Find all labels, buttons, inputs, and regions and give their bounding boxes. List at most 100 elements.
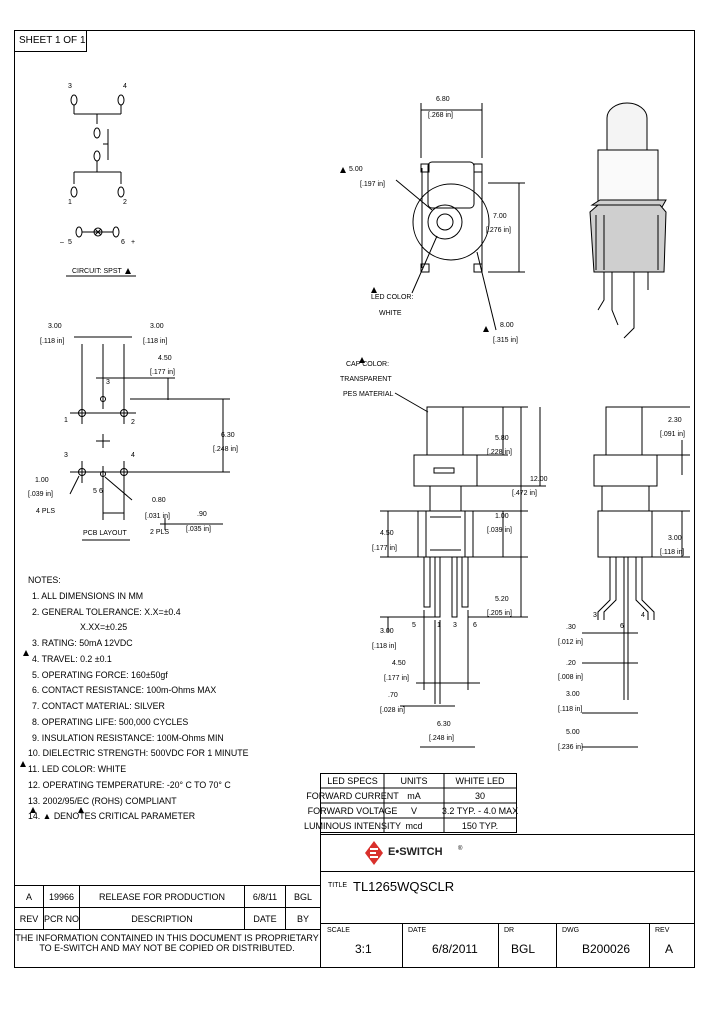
top-width-in: [.268 in] [428,112,453,119]
drawing-title: TL1265WQSCLR [353,879,455,894]
pcb-layout-label: PCB LAYOUT [83,530,127,537]
note-5: 5. OPERATING FORCE: 160±50gf [32,669,168,680]
end-e2-in: [.118 in] [660,549,685,556]
pcb-pin-4: 4 [131,452,135,459]
note-8: 8. OPERATING LIFE: 500,000 CYCLES [32,716,189,727]
side-d6-in: [.118 in] [372,643,397,650]
side-d2-mm: 12.00 [530,476,548,483]
note-10: 10. DIELECTRIC STRENGTH: 500VDC FOR 1 MI… [28,748,249,759]
pcb-hole2-in: [.031 in] [145,513,170,520]
note-4: 4. TRAVEL: 0.2 ±0.1 [32,653,112,664]
pcb-right-in: [.118 in] [143,338,168,345]
pcb-layout [69,336,230,541]
circuit-pin-2: 2 [123,199,127,206]
pcb-hole1-mm: 1.00 [35,477,49,484]
side-d7-mm: 4.50 [392,660,406,667]
led-spec-header-2: WHITE LED [455,776,505,786]
e-switch-logo-mark [365,841,383,865]
side-d9-in: [.248 in] [429,735,454,742]
rev-label: REV [655,927,670,934]
side-pin-5: 5 [412,622,416,629]
pcb-w1-mm: 4.50 [158,355,172,362]
sheet-number: SHEET 1 OF 1 [19,35,86,46]
side-d7-in: [.177 in] [384,675,409,682]
dr-value: BGL [511,942,536,956]
pcb-gap-mm: .90 [197,511,207,518]
rev-header-description: DESCRIPTION [131,913,193,924]
brand-reg: ® [458,846,463,852]
end-e5-mm: 3.00 [566,691,580,698]
circuit-pin-3: 3 [68,83,72,90]
circuit-symbol [66,94,136,277]
led-spec-r2-c0: LUMINOUS INTENSITY [304,821,402,831]
notes-title: NOTES: [28,575,61,585]
led-color-value: WHITE [379,310,402,317]
circuit-pin-5: 5 [68,239,72,246]
proprietary-line-2: TO E-SWITCH AND MAY NOT BE COPIED OR DIS… [39,942,295,953]
pcb-left-in: [.118 in] [40,338,65,345]
led-spec-r0-c2: 30 [474,791,485,801]
proprietary-line-1: THE INFORMATION CONTAINED IN THIS DOCUME… [15,932,319,943]
circuit-pin-6: 6 [121,239,125,246]
end-e6-in: [.236 in] [558,744,583,751]
side-d3-in: [.039 in] [487,527,512,534]
pcb-pin-3-top: 3 [106,379,110,386]
isometric-switch [589,102,667,339]
side-pin-3: 3 [453,622,457,629]
note-11: 11. LED COLOR: WHITE [28,764,127,774]
side-d5-in: [.205 in] [487,610,512,617]
scale-value: 3:1 [355,942,372,956]
cap-dia-mm: 5.00 [349,166,363,173]
body-dia-in: [.315 in] [493,337,518,344]
note-9: 9. INSULATION RESISTANCE: 100M-Ohms MIN [32,732,224,743]
end-e3-mm: .30 [566,624,576,631]
pcb-right-mm: 3.00 [150,323,164,330]
side-d3-mm: 1.00 [495,513,509,520]
date-label: DATE [408,927,427,934]
end-e2-mm: 3.00 [668,535,682,542]
end-e4-mm: .20 [566,660,576,667]
end-pin-4: 4 [641,612,645,619]
led-spec-r1-c1: V [410,806,417,816]
note-3: 3. RATING: 50mA 12VDC [32,638,133,648]
side-d5-mm: 5.20 [495,596,509,603]
pcb-left-mm: 3.00 [48,323,62,330]
note-7: 7. CONTACT MATERIAL: SILVER [32,701,165,711]
side-d8-in: [.028 in] [380,707,405,714]
circuit-label: CIRCUIT: SPST [72,268,122,275]
pcb-pin-2: 2 [131,419,135,426]
side-d2-in: [.472 in] [512,490,537,497]
side-d4-mm: 4.50 [380,530,394,537]
side-pin-1: 1 [437,622,441,629]
end-e3-in: [.012 in] [558,639,583,646]
led-spec-header-1: UNITS [400,776,428,786]
circuit-pin-4: 4 [123,83,127,90]
note-2b: X.XX=±0.25 [80,622,128,633]
top-width-mm: 6.80 [436,96,450,103]
rev-header-date: DATE [253,913,277,924]
side-d1-in: [.228 in] [487,449,512,456]
title-block-lines [320,773,694,967]
rev-row-pcr: 19966 [48,891,75,902]
body-dia-mm: 8.00 [500,322,514,329]
critical-triangles [20,167,489,813]
cap-material: PES MATERIAL [343,391,394,398]
brand-name: E•SWITCH [388,846,443,858]
top-height-in: [.276 in] [486,227,511,234]
scale-label: SCALE [327,927,350,934]
pcb-hole1-qty: 4 PLS [36,508,56,515]
note-13: 13. 2002/95/EC (ROHS) COMPLIANT [28,795,177,806]
side-d9-mm: 6.30 [437,721,451,728]
rev-value: A [665,942,674,956]
rev-row-date: 6/8/11 [252,891,278,902]
side-pin-6: 6 [473,622,477,629]
pcb-w1-in: [.177 in] [150,369,175,376]
end-e1-in: [.091 in] [660,431,685,438]
side-view [380,392,546,748]
led-spec-r0-c0: FORWARD CURRENT [306,791,399,801]
side-d8-mm: .70 [388,692,398,699]
led-spec-r2-c2: 150 TYP. [461,821,499,831]
pcb-pin-5: 5 [93,488,97,495]
pcb-h-mm: 6.30 [221,432,235,439]
